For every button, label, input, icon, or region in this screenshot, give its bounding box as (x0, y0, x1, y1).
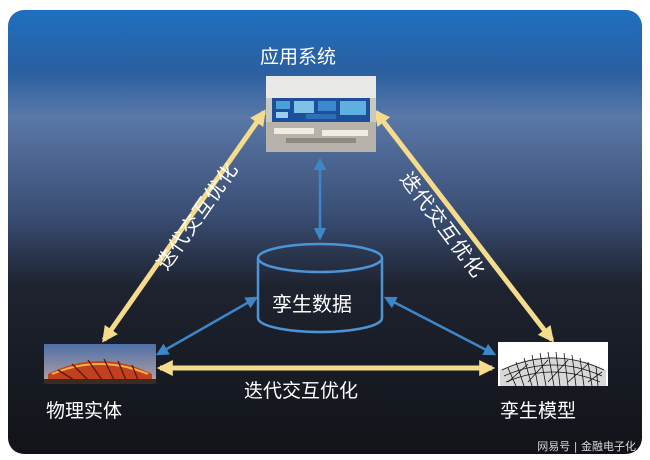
wireframe-model-photo (498, 342, 608, 386)
arrow-left-center (155, 296, 259, 356)
database-cylinder-icon (256, 242, 384, 334)
arrow-left-edge (101, 109, 267, 343)
arrow-right-center (383, 296, 497, 356)
arrow-right-edge (374, 109, 554, 343)
watermark: 网易号 | 金融电子化 (537, 440, 636, 453)
node-label-left: 物理实体 (46, 400, 123, 422)
node-label-right: 孪生模型 (500, 400, 577, 422)
edge-label-bottom: 迭代交互优化 (244, 380, 359, 402)
stadium-photo (44, 344, 156, 384)
control-room-photo (266, 76, 376, 152)
node-label-top: 应用系统 (260, 46, 337, 68)
node-label-center: 孪生数据 (272, 292, 352, 316)
